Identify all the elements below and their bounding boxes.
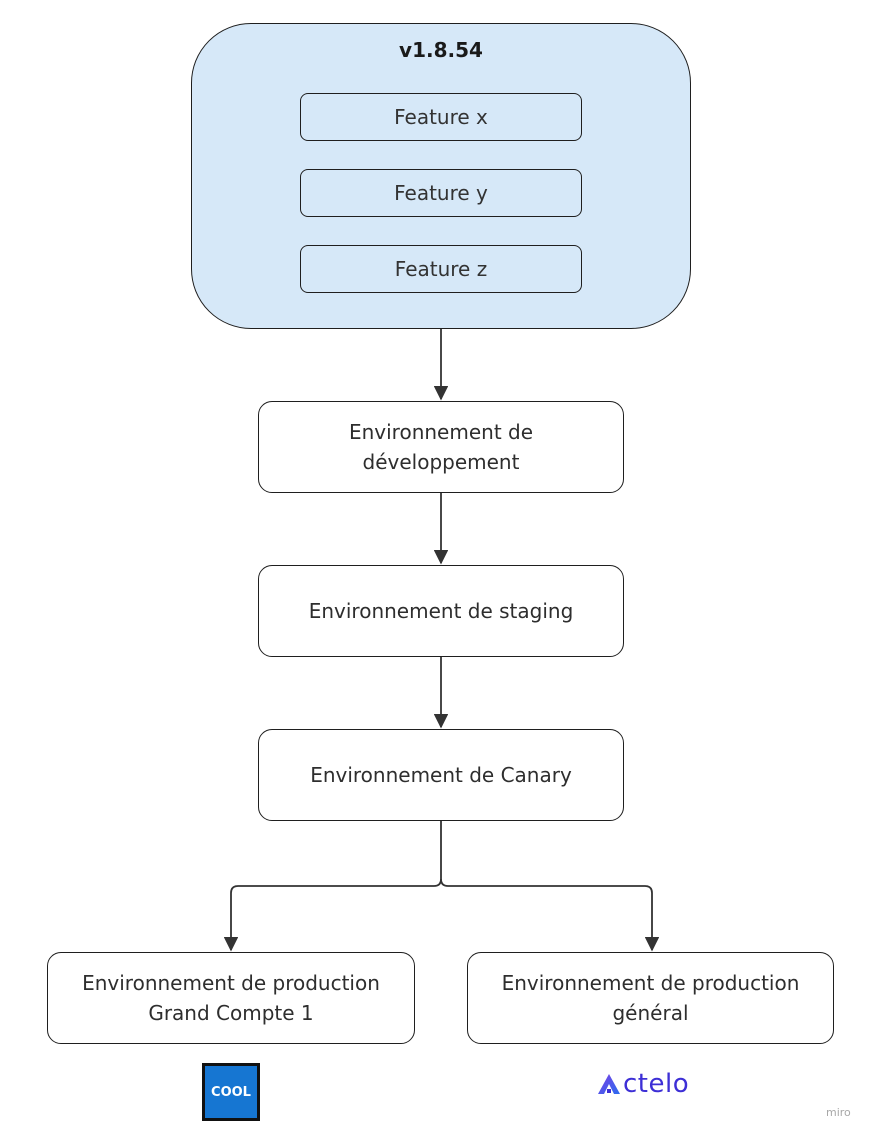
actelo-logo-text: ctelo <box>623 1069 690 1099</box>
cool-logo: COOL <box>202 1063 260 1121</box>
staging-environment-label: Environnement de staging <box>308 599 574 623</box>
feature-z-box[interactable]: Feature z <box>300 245 582 293</box>
prod-grand-compte-label-line1: Environnement de production <box>82 971 380 995</box>
triangle-a-icon <box>598 1074 620 1094</box>
prod-grand-compte-box[interactable]: Environnement de production Grand Compte… <box>47 952 415 1044</box>
actelo-logo: ctelo <box>596 1066 689 1102</box>
release-version: v1.8.54 <box>399 38 483 62</box>
dev-environment-label-line2: développement <box>362 450 520 474</box>
prod-general-label-line2: général <box>612 1001 689 1025</box>
canary-environment-box[interactable]: Environnement de Canary <box>258 729 624 821</box>
feature-x-box[interactable]: Feature x <box>300 93 582 141</box>
canary-environment-label: Environnement de Canary <box>310 763 572 787</box>
dev-environment-box[interactable]: Environnement de développement <box>258 401 624 493</box>
cool-logo-text: COOL <box>211 1084 251 1100</box>
arrow-canary-to-prod-grand-compte <box>223 820 442 952</box>
feature-y-box[interactable]: Feature y <box>300 169 582 217</box>
release-container[interactable]: v1.8.54 Feature x Feature y Feature z <box>191 23 691 329</box>
prod-grand-compte-label-line2: Grand Compte 1 <box>148 1001 314 1025</box>
dev-environment-label-line1: Environnement de <box>348 420 534 444</box>
prod-general-label-line1: Environnement de production <box>501 971 800 995</box>
arrow-canary-to-prod-general <box>440 878 660 952</box>
staging-environment-box[interactable]: Environnement de staging <box>258 565 624 657</box>
miro-watermark: miro <box>826 1106 851 1119</box>
prod-general-box[interactable]: Environnement de production général <box>467 952 834 1044</box>
